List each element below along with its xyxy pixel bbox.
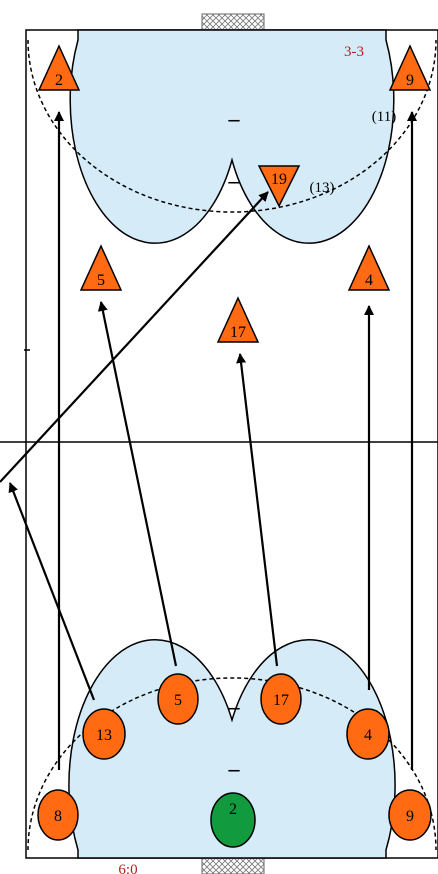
defender-left-back: 13 (82, 708, 126, 760)
arrow-pivot-in (0, 191, 269, 483)
defender-number: 17 (273, 692, 289, 709)
defender-right-half: 17 (260, 673, 302, 725)
top-seven-meter-dash: – (228, 168, 241, 193)
attacker-number: 17 (230, 324, 246, 341)
attacker-number: 4 (365, 272, 373, 289)
pivot-origin-label: (13) (310, 180, 335, 196)
defender-right-wing: 9 (388, 789, 432, 841)
attacker-number: 2 (55, 72, 63, 89)
attacker-left-back: 5 (79, 244, 123, 291)
defender-number: 8 (54, 808, 62, 825)
defender-number: 9 (406, 808, 414, 825)
attacker-number: 9 (406, 72, 414, 89)
attacker-center-back: 17 (216, 296, 260, 343)
arrow-pivot-out (8, 482, 96, 701)
top-goal-area (69, 29, 395, 244)
attacker-number: 19 (271, 171, 287, 188)
goalkeeper-number: 2 (229, 801, 237, 818)
arrow-left-back (97, 301, 178, 667)
defender-right-back: 4 (346, 708, 390, 760)
top-formation-label: 3-3 (344, 44, 364, 60)
bottom-formation-label: 6:0 (118, 862, 137, 874)
defender-number: 5 (174, 692, 182, 709)
defender-number: 13 (96, 727, 112, 744)
defender-left-half: 5 (157, 673, 199, 725)
attacker-right-back: 4 (347, 244, 391, 291)
defender-left-wing: 8 (37, 789, 79, 841)
attacker-pivot: 19 (257, 165, 301, 208)
movement-arrows (0, 111, 417, 770)
attacker-number: 5 (97, 272, 105, 289)
bottom-seven-meter-dash: – (228, 694, 241, 719)
attacker-left-wing: 2 (37, 44, 81, 91)
right-wing-origin-label: (11) (372, 109, 396, 125)
goalkeeper: 2 (210, 792, 256, 848)
arrow-center-back (236, 353, 279, 667)
top-goal-dash: – (228, 106, 241, 131)
defender-number: 4 (364, 727, 372, 744)
bottom-goal-dash: – (228, 756, 241, 781)
bottom-goal (201, 857, 265, 874)
top-goal (201, 13, 265, 31)
attacker-right-wing: 9 (388, 44, 432, 91)
